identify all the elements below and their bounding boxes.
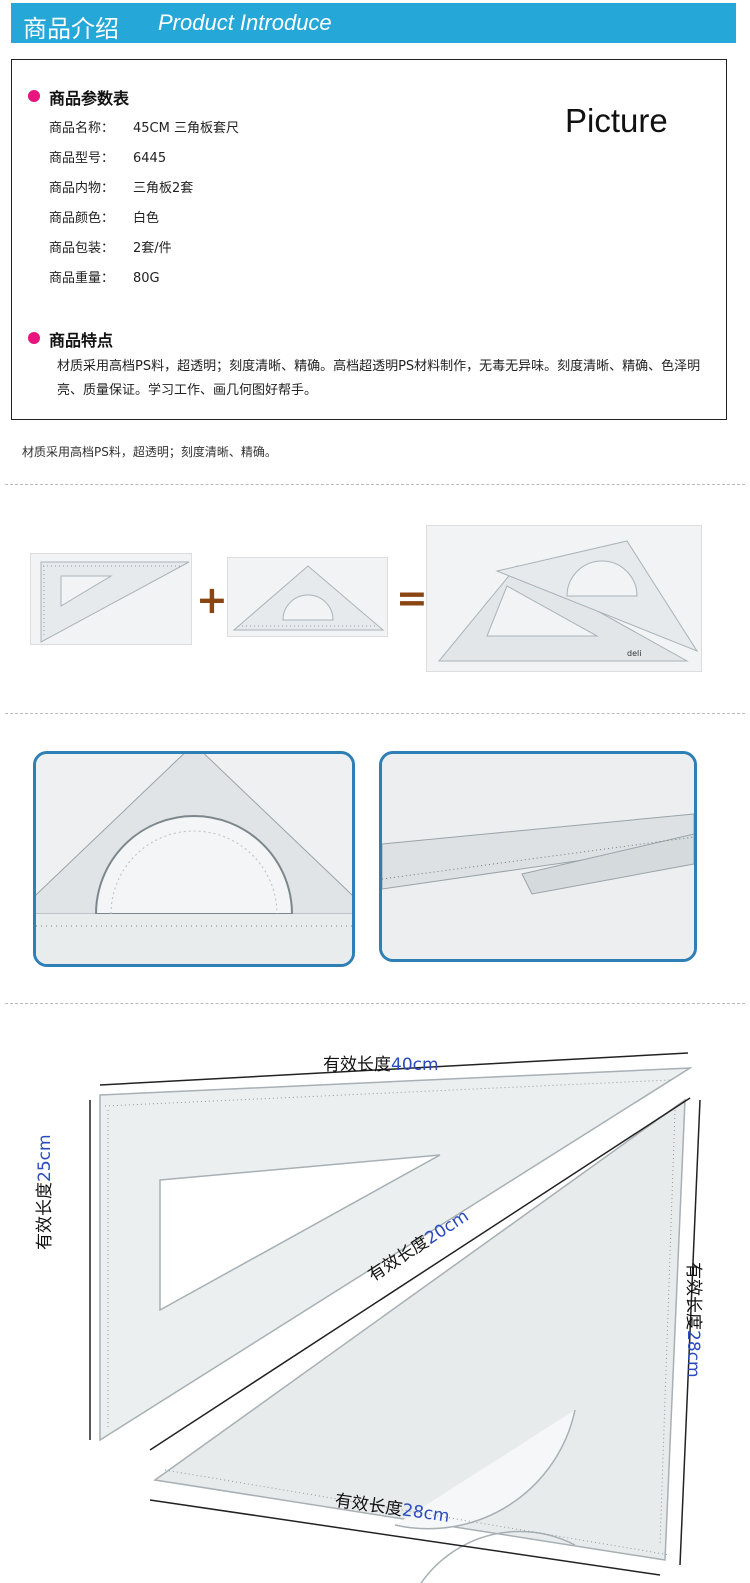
dimension-label-left: 有效长度25cm: [30, 1134, 55, 1250]
product-photo-set: deli: [426, 525, 702, 672]
spec-label: 商品颜色：: [49, 211, 115, 226]
protractor-triangle-icon: [232, 565, 385, 631]
divider: [5, 1003, 745, 1004]
bullet-dot-icon: [28, 332, 40, 344]
dimension-arrow-middle: [149, 1097, 691, 1451]
dimension-value: 40cm: [391, 1055, 439, 1075]
spec-value: 三角板2套: [133, 181, 194, 196]
dimension-prefix: 有效长度: [683, 1262, 703, 1330]
triangle-ruler-icon: [40, 561, 190, 643]
dimension-arrow-right: [679, 1099, 701, 1566]
bullet-dot-icon: [28, 90, 40, 102]
spec-row-color: 商品颜色： 白色: [49, 207, 159, 226]
ruler-edge-closeup-icon: [382, 754, 694, 959]
product-photo-triangle-45: [30, 553, 192, 645]
caption-text: 材质采用高档PS料，超透明；刻度清晰、精确。: [22, 445, 277, 459]
spec-label: 商品包装：: [49, 241, 115, 256]
dimension-arrow-top: [99, 1052, 689, 1086]
dimension-diagram: [89, 1052, 701, 1583]
triangle-ruler-large: [99, 1067, 693, 1442]
spec-label: 商品名称：: [49, 121, 115, 136]
spec-value: 80G: [133, 271, 160, 286]
spec-section-title: 商品参数表: [49, 89, 130, 108]
spec-value: 6445: [133, 151, 167, 166]
feature-section-title: 商品特点: [49, 331, 114, 350]
spec-row-name: 商品名称： 45CM 三角板套尺: [49, 117, 239, 136]
spec-row-package: 商品包装： 2套/件: [49, 237, 172, 256]
triangle-cutout: [159, 1154, 441, 1312]
spec-row-weight: 商品重量： 80G: [49, 267, 160, 286]
header-bar: 商品介绍 Product Introduce: [11, 3, 736, 43]
picture-label: Picture: [565, 102, 668, 139]
spec-value: 2套/件: [133, 241, 172, 256]
dimension-arrow-bottom: [149, 1499, 661, 1576]
header-title-en: Product Introduce: [158, 10, 332, 35]
dimension-value: 28cm: [683, 1330, 703, 1378]
spec-value: 45CM 三角板套尺: [133, 121, 239, 136]
divider: [5, 713, 745, 714]
spec-row-model: 商品型号： 6445: [49, 147, 166, 166]
spec-row-contents: 商品内物： 三角板2套: [49, 177, 193, 196]
closeup-photo-protractor: [33, 751, 355, 967]
brand-mark: deli: [627, 649, 641, 658]
dimension-prefix: 有效长度: [35, 1182, 55, 1250]
product-photo-protractor-triangle: [227, 557, 388, 637]
spec-value: 白色: [133, 211, 160, 226]
ruler-set-icon: deli: [437, 540, 699, 662]
protractor-closeup-icon: [36, 754, 352, 964]
dimension-label-right: 有效长度28cm: [683, 1262, 708, 1378]
dimension-label-top: 有效长度40cm: [323, 1050, 439, 1075]
spec-label: 商品型号：: [49, 151, 115, 166]
plus-icon: +: [196, 578, 228, 622]
dimension-prefix: 有效长度: [323, 1055, 391, 1075]
spec-label: 商品内物：: [49, 181, 115, 196]
equals-icon: =: [396, 576, 428, 620]
spec-box: 商品参数表 商品名称： 45CM 三角板套尺 商品型号： 6445 商品内物： 三角板…: [11, 59, 727, 420]
feature-text: 材质采用高档PS料，超透明；刻度清晰、精确。高档超透明PS材料制作，无毒无异味。…: [57, 359, 701, 398]
divider: [5, 484, 745, 485]
spec-label: 商品重量：: [49, 271, 115, 286]
header-title-cn: 商品介绍: [23, 15, 119, 43]
closeup-photo-edge: [379, 751, 697, 962]
dimension-value: 25cm: [35, 1134, 55, 1182]
